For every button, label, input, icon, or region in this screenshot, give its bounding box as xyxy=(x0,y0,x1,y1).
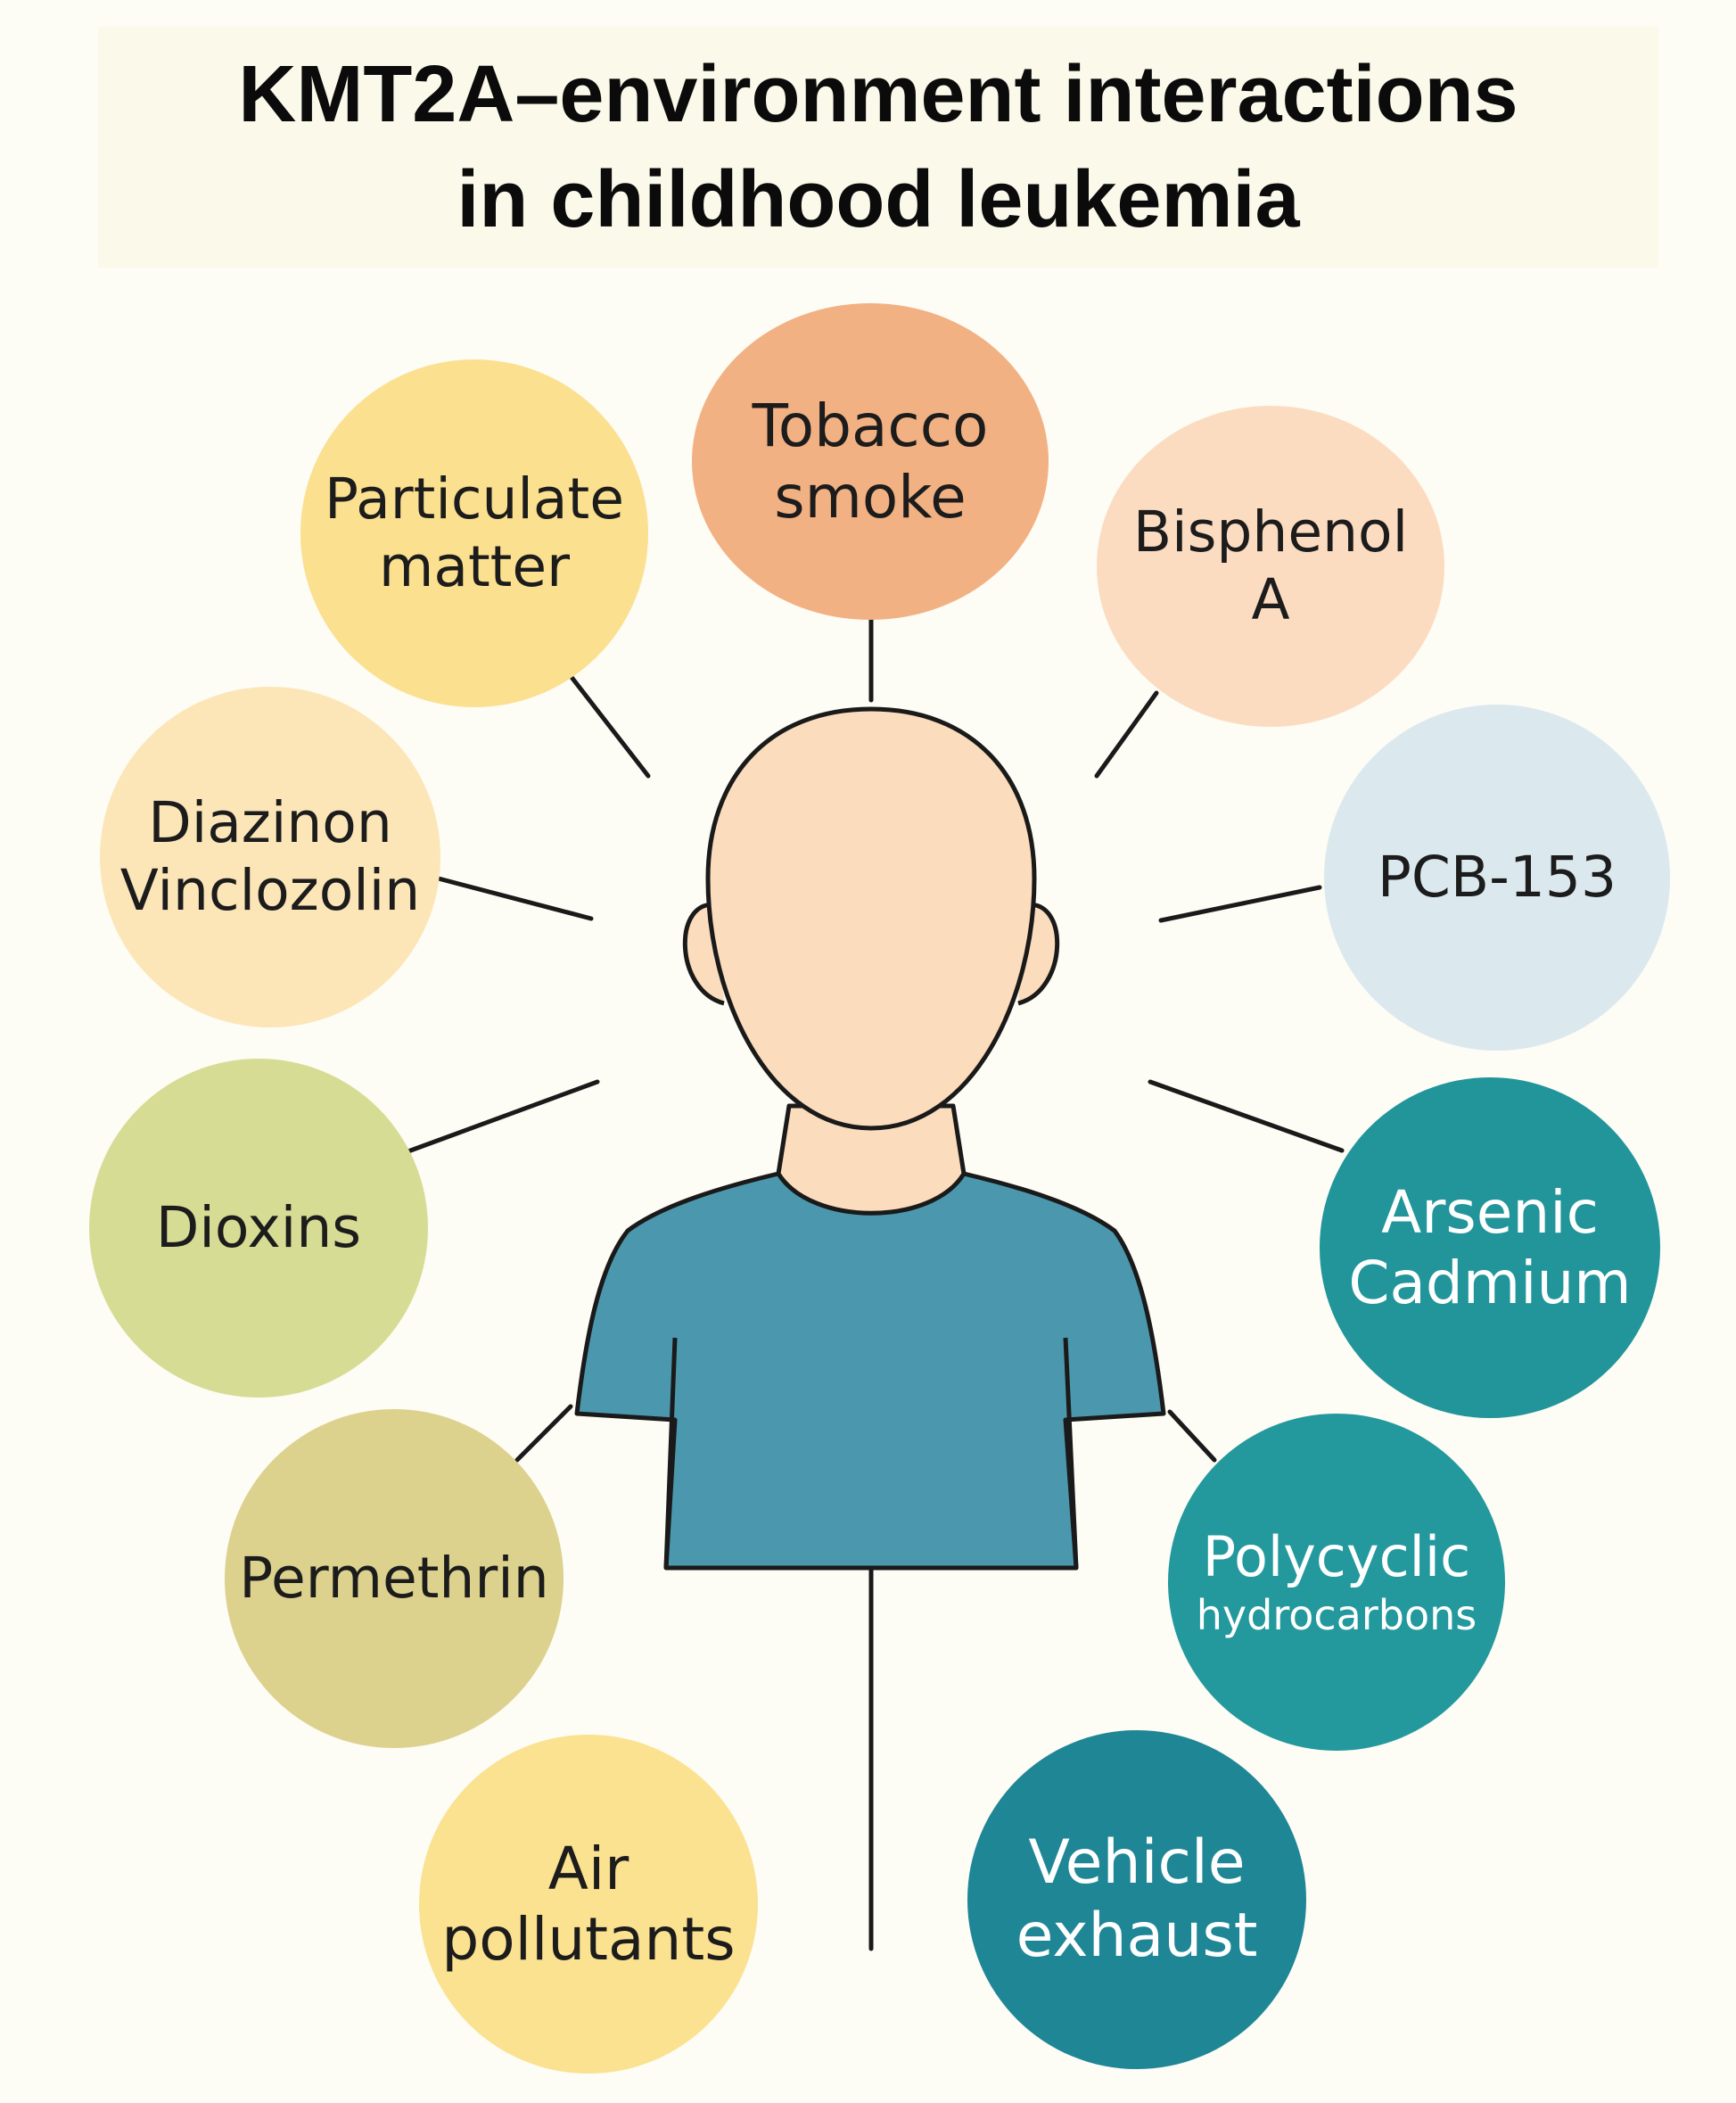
connector-particulate xyxy=(568,673,651,779)
connector-bisphenol xyxy=(1094,690,1159,779)
child-shirt-seam-right xyxy=(1063,1337,1079,1569)
connector-pcb xyxy=(1158,885,1322,923)
exposure-pcb-153: PCB-153 xyxy=(1324,705,1670,1051)
connector-dioxins xyxy=(403,1079,600,1155)
exposure-particulate-line-1: Particulate xyxy=(324,466,624,532)
child-shirt-seam-left xyxy=(663,1337,678,1569)
exposure-dioxins: Dioxins xyxy=(89,1059,428,1398)
connector-diazinon xyxy=(412,870,594,921)
exposure-tobacco-line-2: smoke xyxy=(774,462,967,532)
exposure-polycyclic-line-2: hydrocarbons xyxy=(1196,1590,1477,1639)
exposure-air-line-1: Air xyxy=(547,1834,629,1903)
exposure-arsenic-line-2: Cadmium xyxy=(1348,1249,1632,1317)
exposure-air-pollutants: Air pollutants xyxy=(419,1735,758,2074)
exposure-particulate-line-2: matter xyxy=(378,534,571,599)
exposure-bisphenol-a: Bisphenol A xyxy=(1097,406,1444,727)
exposure-vehicle-line-1: Vehicle xyxy=(1028,1827,1246,1899)
title-line-1: KMT2A–environment interactions xyxy=(238,50,1518,139)
connector-permethrin xyxy=(514,1404,573,1463)
exposure-vehicle-line-2: exhaust xyxy=(1016,1901,1258,1971)
child-figure xyxy=(574,706,1166,1571)
child-neck xyxy=(776,1103,967,1216)
child-head xyxy=(705,706,1037,1131)
exposure-arsenic-cadmium: Arsenic Cadmium xyxy=(1320,1077,1660,1418)
connector-polycyclic xyxy=(1167,1409,1217,1463)
exposure-air-line-2: pollutants xyxy=(441,1905,736,1974)
exposure-diazinon-line-2: Vinclozolin xyxy=(119,858,421,923)
exposure-pcb-line-1: PCB-153 xyxy=(1377,845,1617,911)
exposure-bisphenol-line-1: Bisphenol xyxy=(1132,499,1409,565)
exposure-polycyclic-hydrocarbons: Polycyclic hydrocarbons xyxy=(1168,1414,1505,1751)
exposure-particulate-matter: Particulate matter xyxy=(300,359,648,707)
exposure-arsenic-line-1: Arsenic xyxy=(1381,1177,1599,1247)
exposure-tobacco-smoke: Tobacco smoke xyxy=(692,303,1049,620)
connector-arsenic xyxy=(1148,1079,1345,1153)
exposure-diazinon-vinclozolin: Diazinon Vinclozolin xyxy=(100,687,440,1027)
exposure-polycyclic-line-1: Polycyclic xyxy=(1202,1524,1471,1590)
exposure-permethrin: Permethrin xyxy=(225,1409,564,1748)
exposure-vehicle-exhaust: Vehicle exhaust xyxy=(967,1730,1306,2069)
exposure-dioxins-line-1: Dioxins xyxy=(155,1195,362,1261)
title-line-2: in childhood leukemia xyxy=(457,155,1300,244)
exposure-bisphenol-line-2: A xyxy=(1251,567,1290,632)
exposure-diazinon-line-1: Diazinon xyxy=(148,790,392,856)
exposure-permethrin-line-1: Permethrin xyxy=(239,1546,549,1612)
exposure-tobacco-line-1: Tobacco xyxy=(752,392,989,461)
diagram-title: KMT2A–environment interactions in childh… xyxy=(98,27,1658,268)
